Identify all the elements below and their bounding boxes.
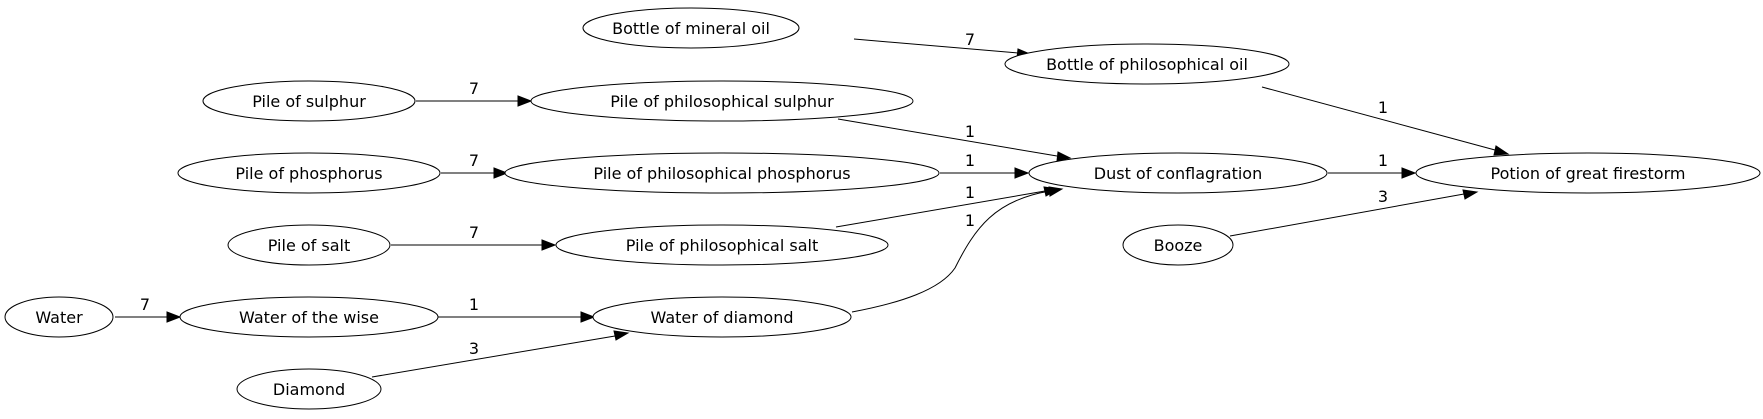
edge-philosophical-oil-to-potion: 1 — [1261, 86, 1510, 156]
node-pile-of-sulphur: Pile of sulphur — [202, 80, 416, 122]
edge-water-of-wise-to-water-of-diamond: 1 — [438, 295, 596, 323]
node-pile-of-phosphorus: Pile of phosphorus — [177, 152, 441, 194]
node-label: Pile of phosphorus — [235, 164, 382, 183]
edge-sulphur-to-philosophical-sulphur: 7 — [416, 79, 533, 107]
node-dust-of-conflagration: Dust of conflagration — [1028, 152, 1328, 194]
node-pile-of-salt: Pile of salt — [227, 224, 391, 266]
edge-label: 7 — [469, 151, 479, 170]
edge-label: 7 — [965, 30, 975, 49]
node-label: Water — [35, 308, 83, 327]
node-diamond: Diamond — [236, 368, 382, 410]
edge-philosophical-salt-to-dust: 1 — [835, 183, 1060, 228]
edge-mineral-oil-to-philosophical-oil: 7 — [853, 30, 1032, 59]
edge-water-to-water-of-wise: 7 — [115, 295, 182, 323]
node-water: Water — [4, 296, 114, 338]
node-water-of-the-wise: Water of the wise — [179, 296, 439, 338]
edge-phosphorus-to-philosophical-phosphorus: 7 — [441, 151, 509, 179]
edge-label: 1 — [469, 295, 479, 314]
edge-label: 3 — [469, 339, 479, 358]
edge-booze-to-potion: 3 — [1229, 187, 1479, 237]
node-label: Pile of philosophical sulphur — [610, 92, 834, 111]
edge-label: 1 — [1378, 98, 1388, 117]
node-label: Dust of conflagration — [1094, 164, 1262, 183]
edge-label: 7 — [469, 223, 479, 242]
node-bottle-of-philosophical-oil: Bottle of philosophical oil — [1004, 43, 1290, 85]
node-label: Water of diamond — [651, 308, 794, 327]
edge-philosophical-phosphorus-to-dust: 1 — [940, 151, 1030, 179]
edge-diamond-to-water-of-diamond: 3 — [371, 330, 630, 378]
node-bottle-of-mineral-oil: Bottle of mineral oil — [582, 7, 800, 49]
node-label: Bottle of philosophical oil — [1046, 55, 1248, 74]
edge-salt-to-philosophical-salt: 7 — [391, 223, 557, 251]
node-pile-of-philosophical-phosphorus: Pile of philosophical phosphorus — [504, 152, 940, 194]
node-label: Pile of philosophical phosphorus — [593, 164, 850, 183]
node-label: Bottle of mineral oil — [612, 19, 770, 38]
edge-label: 1 — [965, 151, 975, 170]
node-potion-of-great-firestorm: Potion of great firestorm — [1415, 152, 1761, 194]
node-pile-of-philosophical-salt: Pile of philosophical salt — [555, 224, 889, 266]
edge-philosophical-sulphur-to-dust: 1 — [837, 118, 1072, 162]
node-label: Pile of sulphur — [252, 92, 366, 111]
edge-label: 7 — [140, 295, 150, 314]
node-label: Potion of great firestorm — [1491, 164, 1686, 183]
node-pile-of-philosophical-sulphur: Pile of philosophical sulphur — [530, 80, 914, 122]
edge-label: 1 — [1378, 151, 1388, 170]
edge-label: 1 — [965, 122, 975, 141]
node-label: Diamond — [273, 380, 345, 399]
edge-label: 1 — [965, 211, 975, 230]
node-label: Pile of salt — [268, 236, 350, 255]
node-label: Water of the wise — [239, 308, 379, 327]
node-label: Pile of philosophical salt — [626, 236, 818, 255]
edge-dust-to-potion: 1 — [1328, 151, 1417, 179]
edge-label: 1 — [965, 183, 975, 202]
edge-water-of-diamond-to-dust: 1 — [851, 186, 1064, 313]
edge-label: 3 — [1378, 187, 1388, 206]
edge-label: 7 — [469, 79, 479, 98]
node-water-of-diamond: Water of diamond — [592, 296, 852, 338]
node-label: Booze — [1154, 236, 1203, 255]
node-booze: Booze — [1122, 224, 1234, 266]
